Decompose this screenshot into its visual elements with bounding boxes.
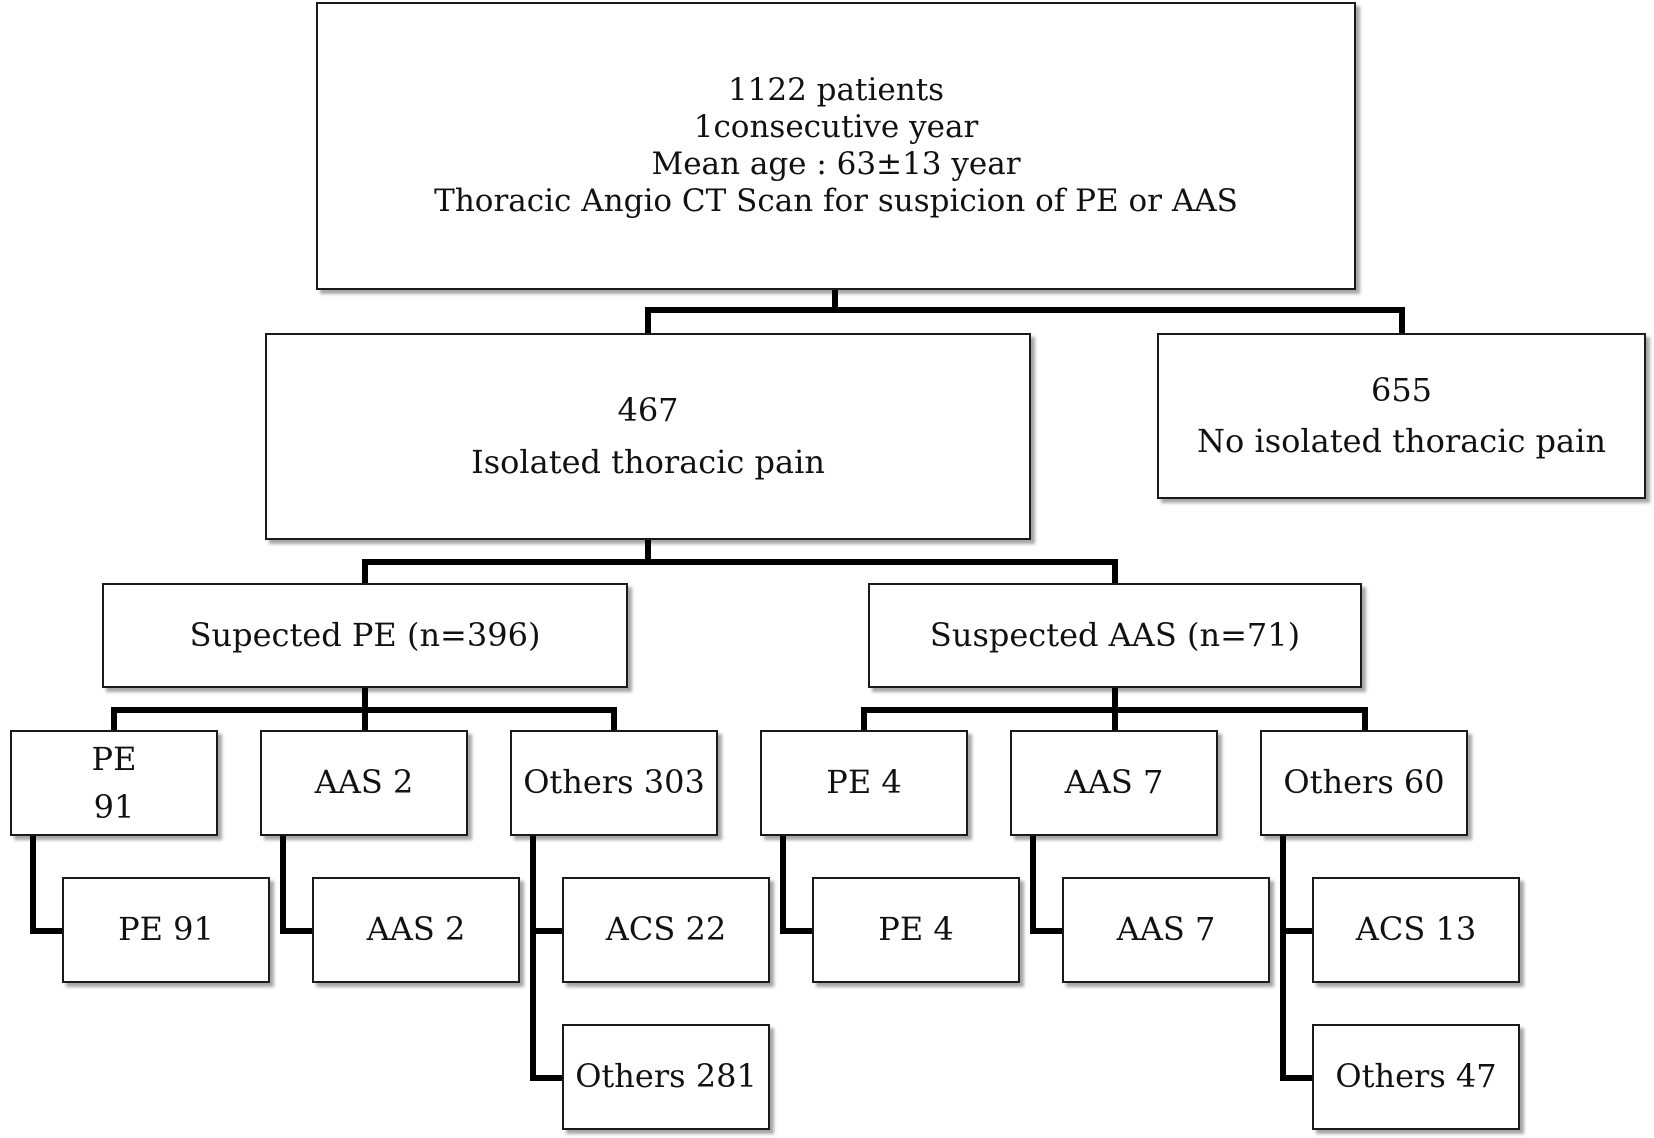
root-mean-age: Mean age : 63±13 year [651,146,1021,182]
aas-branch-acs-box: ACS 13 [1312,877,1520,983]
isolated-pain-label: Isolated thoracic pain [471,442,825,481]
pe-branch-aas-label: AAS 2 [314,763,414,802]
connector-pe4 [780,833,815,934]
suspected-aas-label: Suspected AAS (n=71) [929,615,1301,654]
aas-branch-aas-label: AAS 7 [1064,763,1164,802]
aas-branch-pe-label: PE 4 [826,763,902,802]
no-isolated-pain-label: No isolated thoracic pain [1197,422,1606,460]
connector-others303 [530,833,565,1081]
pe-branch-pe-box: PE 91 [10,730,218,836]
pe-branch-others-label: Others 303 [523,763,705,802]
pe-branch-others-box: Others 303 [510,730,718,836]
root-patients: 1122 patients [727,71,945,108]
aas-branch-pe-box: PE 4 [760,730,968,836]
pe-branch-others-final-box: Others 281 [562,1024,770,1130]
aas-branch-others-box: Others 60 [1260,730,1468,836]
aas-branch-others-final-box: Others 47 [1312,1024,1520,1130]
pe-branch-aas-final-box: AAS 2 [312,877,520,983]
root-box: 1122 patients 1consecutive year Mean age… [316,2,1356,290]
aas-branch-pe-final-label: PE 4 [878,910,954,949]
connector-aas2 [280,833,315,934]
connector-suspected-pe [111,685,617,733]
root-scan: Thoracic Angio CT Scan for suspicion of … [434,183,1238,220]
no-isolated-pain-box: 655 No isolated thoracic pain [1157,333,1646,499]
pe-branch-aas-final-label: AAS 2 [366,910,466,949]
root-period: 1consecutive year [693,108,979,145]
connector-isolated [362,537,1118,586]
pe-branch-pe-final-box: PE 91 [62,877,270,983]
connector-root [645,285,1405,336]
aas-branch-pe-final-box: PE 4 [812,877,1020,983]
connector-others60 [1280,833,1315,1081]
suspected-pe-box: Supected PE (n=396) [102,583,628,688]
no-isolated-pain-count: 655 [1370,370,1433,409]
pe-branch-acs-box: ACS 22 [562,877,770,983]
aas-branch-aas-box: AAS 7 [1010,730,1218,836]
isolated-pain-count: 467 [617,391,679,430]
pe-branch-pe-label: PE [91,740,137,778]
aas-branch-others-label: Others 60 [1283,763,1445,802]
pe-branch-pe-count: 91 [93,788,135,826]
pe-branch-aas-box: AAS 2 [260,730,468,836]
suspected-aas-box: Suspected AAS (n=71) [868,583,1362,688]
connector-pe91 [30,833,65,934]
pe-branch-pe-final-label: PE 91 [118,910,214,949]
connector-suspected-aas [861,685,1368,733]
aas-branch-aas-final-label: AAS 7 [1116,910,1216,949]
aas-branch-others-final-label: Others 47 [1335,1057,1497,1096]
pe-branch-others-final-label: Others 281 [575,1057,757,1096]
connector-aas7 [1030,833,1065,934]
pe-branch-acs-label: ACS 22 [605,910,727,949]
aas-branch-aas-final-box: AAS 7 [1062,877,1270,983]
aas-branch-acs-label: ACS 13 [1355,910,1477,949]
suspected-pe-label: Supected PE (n=396) [189,615,541,654]
isolated-pain-box: 467 Isolated thoracic pain [265,333,1031,540]
